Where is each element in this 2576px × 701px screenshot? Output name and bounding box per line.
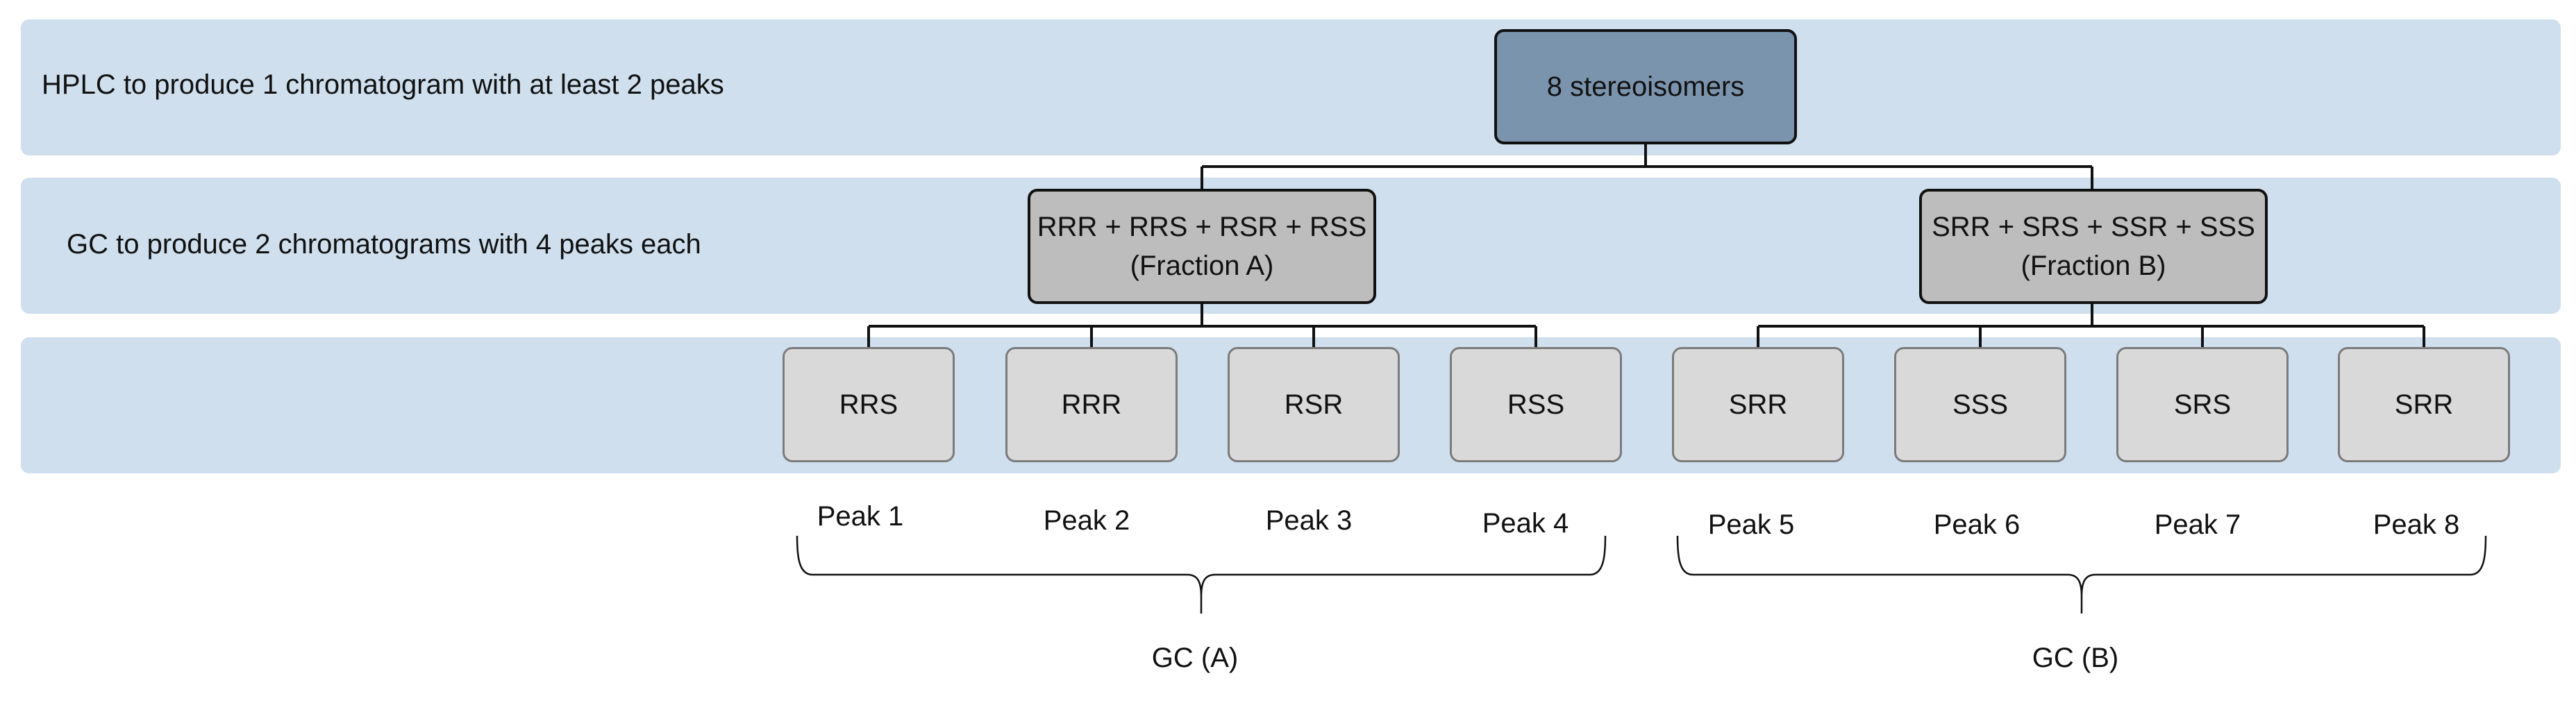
fraction-a-node: RRR + RRS + RSR + RSS (Fraction A) xyxy=(1028,189,1376,304)
peak-label: Peak 6 xyxy=(1933,509,2021,540)
peak-label: Peak 2 xyxy=(1043,505,1130,536)
hplc-row-label: HPLC to produce 1 chromatogram with at l… xyxy=(42,69,724,100)
peak-label: Peak 1 xyxy=(817,501,904,532)
fraction-b-connector xyxy=(1757,304,2425,347)
brace-gc-b xyxy=(1676,535,2487,614)
isomer-node: SRR xyxy=(2338,347,2510,462)
gc-row-label: GC to produce 2 chromatograms with 4 pea… xyxy=(67,229,701,260)
peak-label: Peak 8 xyxy=(2373,509,2460,540)
root-connector xyxy=(1201,144,2093,189)
fraction-a-connector xyxy=(867,304,1537,347)
isomer-node: RRR xyxy=(1005,347,1178,462)
isomer-node: SRS xyxy=(2116,347,2289,462)
isomer-node: SRR xyxy=(1672,347,1844,462)
isomer-node: RSS xyxy=(1450,347,1622,462)
fraction-b-line1: SRR + SRS + SSR + SSS xyxy=(1932,212,2255,242)
isomer-node: RSR xyxy=(1228,347,1400,462)
isomer-node: RRS xyxy=(783,347,955,462)
brace-gc-a xyxy=(796,535,1607,614)
isomer-node: SSS xyxy=(1894,347,2066,462)
hplc-band xyxy=(21,19,2561,155)
fraction-a-line2: (Fraction A) xyxy=(1130,251,1274,281)
gc-a-label: GC (A) xyxy=(1151,643,1239,673)
peak-label: Peak 5 xyxy=(1707,509,1795,540)
root-label: 8 stereoisomers xyxy=(1546,71,1745,102)
fraction-b-line2: (Fraction B) xyxy=(2021,251,2166,281)
fraction-b-node: SRR + SRS + SSR + SSS (Fraction B) xyxy=(1919,189,2268,304)
root-node-stereoisomers: 8 stereoisomers xyxy=(1494,29,1797,144)
peak-label: Peak 4 xyxy=(1482,508,1569,539)
fraction-a-line1: RRR + RRS + RSR + RSS xyxy=(1037,212,1367,242)
gc-b-label: GC (B) xyxy=(2032,643,2119,673)
peak-label: Peak 7 xyxy=(2154,509,2241,540)
peak-label: Peak 3 xyxy=(1265,505,1353,536)
